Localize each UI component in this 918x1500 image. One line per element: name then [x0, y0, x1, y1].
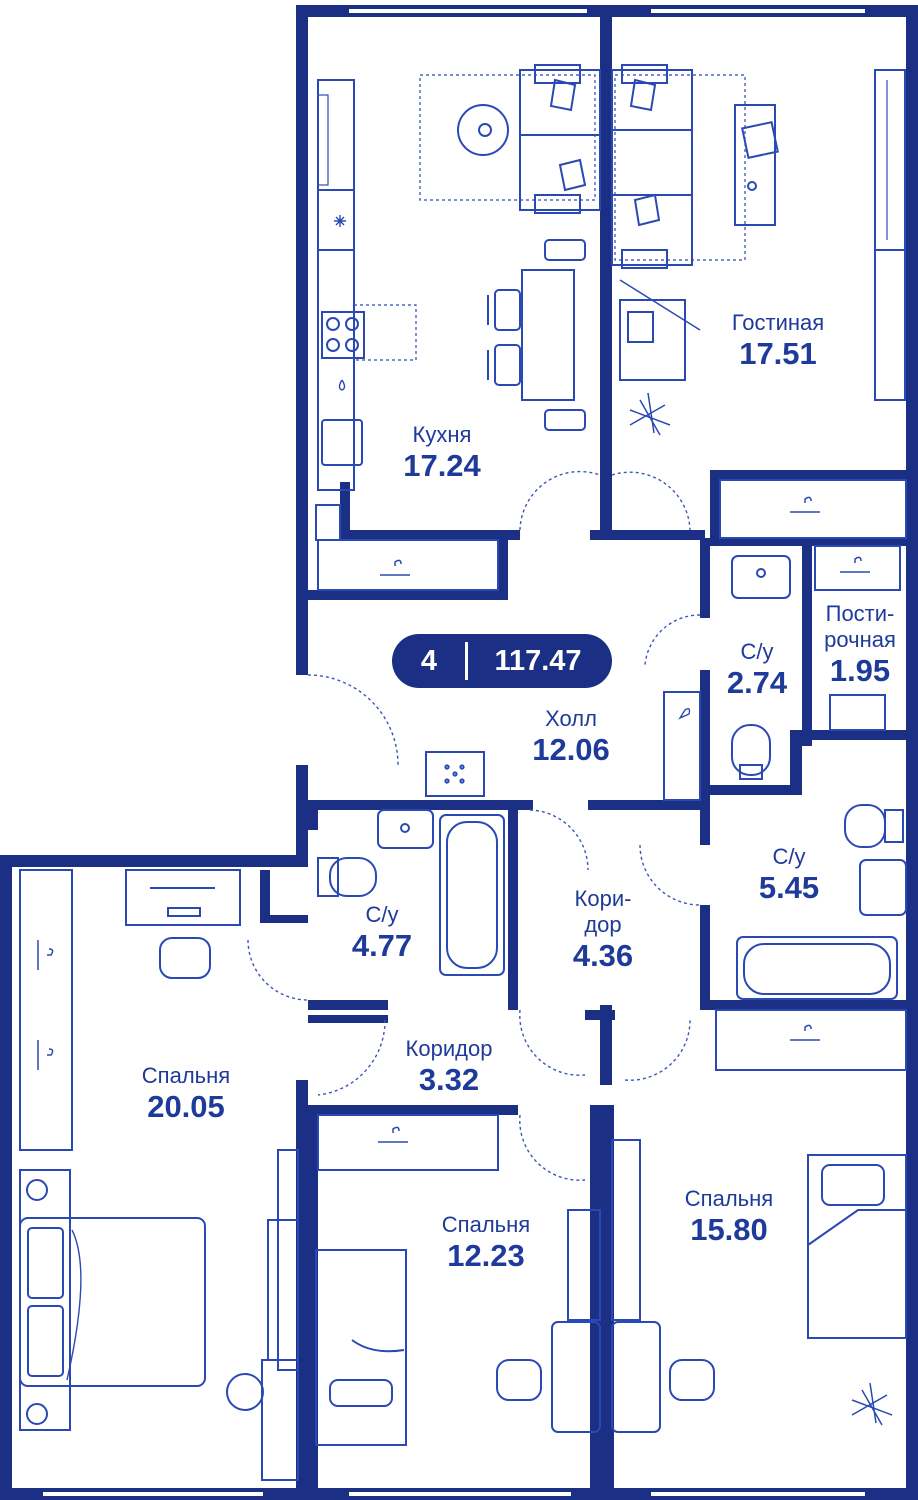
room-count: 4: [420, 645, 438, 677]
room-living: Гостиная 17.51: [732, 310, 824, 372]
room-corridor-lower-name: Коридор: [405, 1036, 493, 1061]
room-kitchen-name: Кухня: [412, 422, 472, 447]
furniture: [19, 64, 907, 1481]
room-bathroom-right: С/у 5.45: [759, 844, 819, 906]
room-living-name: Гостиная: [731, 310, 825, 335]
room-bedroom-left-area: 20.05: [147, 1089, 225, 1124]
room-bedroom-mid-area: 12.23: [447, 1238, 525, 1273]
room-bedroom-left: Спальня 20.05: [142, 1063, 230, 1125]
room-corridor-mid: Кори- дор 4.36: [573, 886, 633, 974]
room-corridor-mid-name-line1: Кори-: [574, 886, 632, 911]
room-bathroom-right-name: С/у: [772, 844, 806, 869]
room-corridor-mid-name-line2: дор: [584, 912, 622, 937]
room-bathroom-left-name: С/у: [365, 902, 399, 927]
apartment-summary-badge: 4 117.47: [392, 634, 612, 688]
room-kitchen-area: 17.24: [403, 448, 481, 483]
room-bedroom-mid-name: Спальня: [441, 1212, 531, 1237]
room-bedroom-right-area: 15.80: [690, 1212, 768, 1247]
room-bathroom-right-area: 5.45: [758, 870, 820, 905]
room-corridor-lower: Коридор 3.32: [406, 1036, 493, 1098]
room-pantry-name-line1: Пости-: [825, 601, 895, 626]
room-bathroom-small-area: 2.74: [726, 665, 788, 700]
room-hall-name: Холл: [545, 706, 597, 731]
room-bathroom-small-name: С/у: [740, 639, 774, 664]
room-bedroom-right: Спальня 15.80: [685, 1186, 773, 1248]
total-area: 117.47: [494, 645, 582, 677]
room-pantry-name-line2: рочная: [824, 627, 896, 652]
room-bathroom-small: С/у 2.74: [727, 639, 787, 701]
room-hall: Холл 12.06: [532, 706, 610, 768]
room-pantry-area: 1.95: [829, 653, 891, 688]
doors: [247, 470, 701, 1181]
room-bathroom-left-area: 4.77: [351, 928, 413, 963]
badge-divider: [465, 642, 468, 680]
room-pantry: Пости- рочная 1.95: [824, 601, 896, 689]
windows: [41, 7, 867, 1498]
room-kitchen: Кухня 17.24: [403, 422, 481, 484]
room-corridor-lower-area: 3.32: [418, 1062, 480, 1097]
room-bathroom-left: С/у 4.77: [352, 902, 412, 964]
room-bedroom-mid: Спальня 12.23: [442, 1212, 530, 1274]
room-corridor-mid-area: 4.36: [572, 938, 634, 973]
room-living-area: 17.51: [739, 336, 817, 371]
room-bedroom-left-name: Спальня: [141, 1063, 231, 1088]
room-bedroom-right-name: Спальня: [684, 1186, 774, 1211]
room-hall-area: 12.06: [532, 732, 610, 767]
